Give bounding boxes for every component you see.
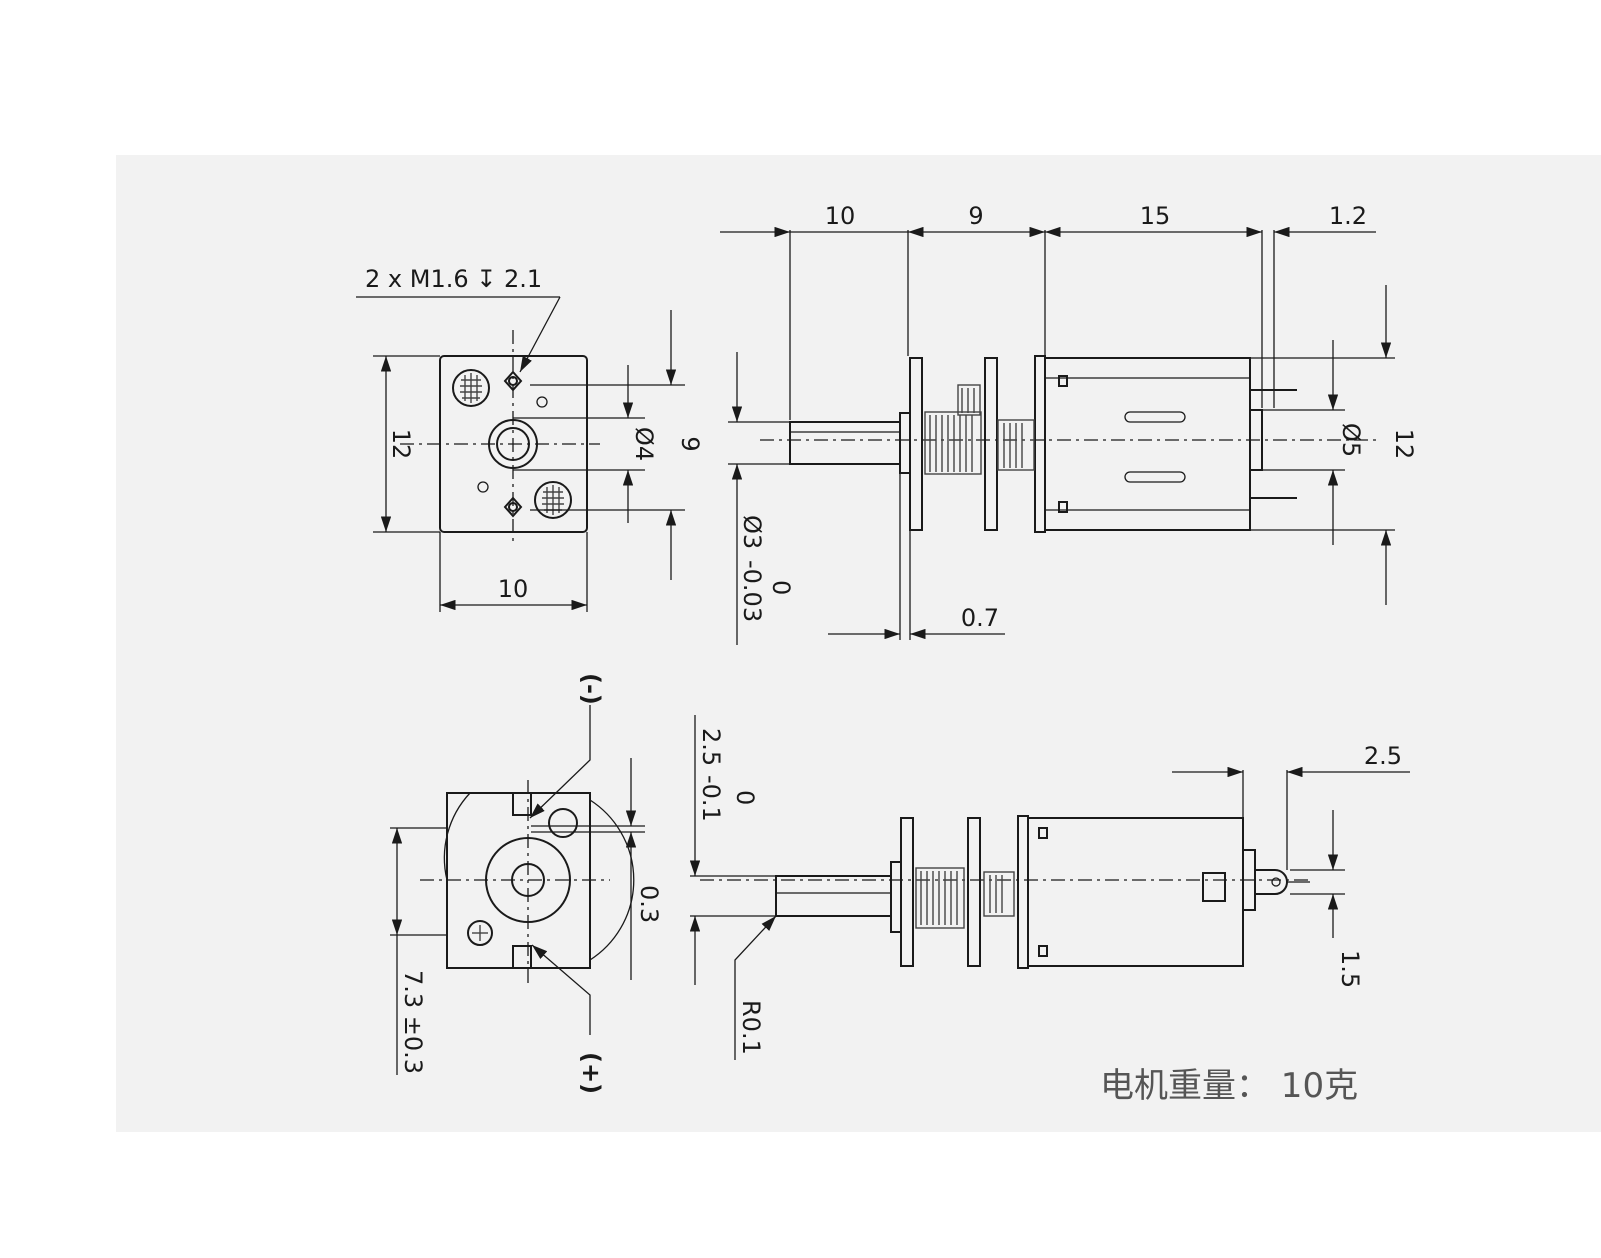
front-view: 2 x M1.6 ↧ 2.1 12 10 Ø4 9 [356,265,704,612]
side-dim-shaft-dia: Ø3 [738,515,766,549]
bottom-gear-train [915,867,1015,929]
side-dim-shaft-tol-upper: 0 [767,580,795,595]
mount-hole-bottom [503,496,523,518]
rear-hub-outer [485,837,571,923]
rear-dim-terminal-offset: 7.3 ±0.3 [399,970,427,1074]
side-dim-end-cap: 1.2 [1329,202,1367,230]
terminal-positive-label: (+) [577,1052,605,1094]
flat-dim-upper: 0 [731,790,759,805]
bottom-dim-radius: R0.1 [737,1000,765,1055]
end-cap [1249,409,1263,471]
flat-dim-nominal: 2.5 [697,728,725,766]
screw-hole-bottom-right [534,481,572,519]
gear-train [924,384,1035,475]
rear-dim-flat-gap: 0.3 [635,885,663,923]
terminal-negative-label: (-) [577,673,605,705]
bottom-side-view: 2.5 1.5 2.5 0 -0.1 R0.1 [689,715,1410,1060]
side-dim-gearbox: 9 [968,202,983,230]
front-dim-width: 10 [498,575,529,603]
side-dim-shaft-length: 10 [825,202,856,230]
flat-dim-lower: -0.1 [697,775,725,822]
side-view: 10 9 15 1.2 Ø3 0 -0.03 0.7 Ø5 12 [720,202,1418,645]
front-dim-boss: Ø4 [630,427,658,461]
screw-callout: 2 x M1.6 ↧ 2.1 [365,265,542,293]
bottom-dim-terminal-thk: 1.5 [1336,950,1364,988]
front-dim-height: 12 [387,429,415,460]
rear-face-outline [446,792,591,969]
drawing-background [116,155,1601,1132]
rear-hub-inner [511,863,545,897]
terminal-positive-tab [512,945,532,969]
side-dim-body-height: 12 [1390,429,1418,460]
side-dim-shaft-tol-lower: -0.03 [738,560,766,622]
screw-hole-top-left [452,369,490,407]
bottom-dim-terminal-len: 2.5 [1364,742,1402,770]
output-boss-inner [496,427,530,461]
side-dim-body-dia: Ø5 [1337,423,1365,457]
output-boss-outer [488,419,538,469]
front-dim-hole-spacing: 9 [676,436,704,451]
motor-weight-note: 电机重量： 10克 [1100,1066,1358,1106]
side-dim-motor: 15 [1140,202,1171,230]
mount-hole-top [503,370,523,392]
rear-view: (-) (+) 7.3 ±0.3 0.3 [390,673,663,1094]
side-dim-flange: 0.7 [961,604,999,632]
terminal-tab-side [1202,872,1226,902]
